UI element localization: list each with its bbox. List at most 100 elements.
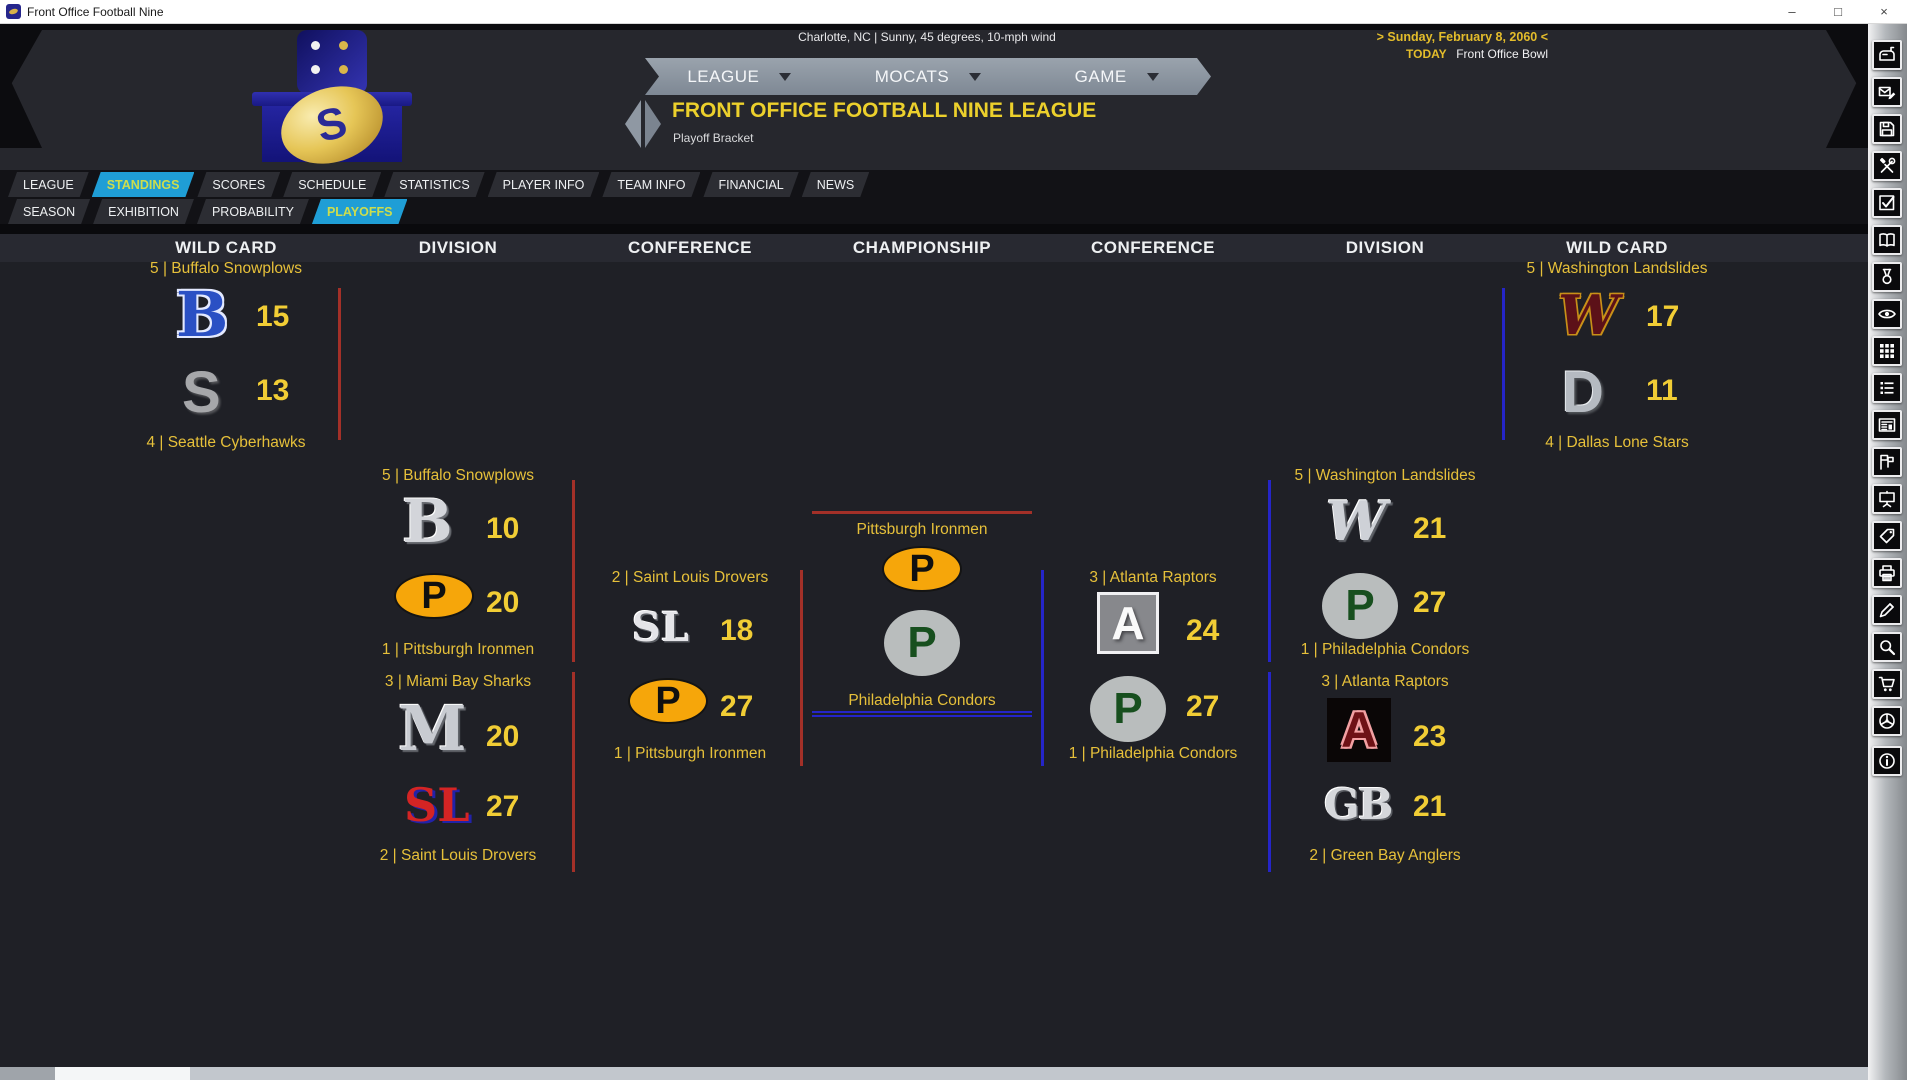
philadelphia-condors-logo: P (1090, 676, 1166, 742)
bracket-connector-line (812, 711, 1032, 713)
matchup-seed-label: 2 | Saint Louis Drovers (379, 847, 537, 864)
close-button[interactable]: × (1880, 4, 1888, 19)
round-header-conference-left: CONFERENCE (627, 238, 752, 257)
book-icon[interactable] (1872, 225, 1902, 255)
bracket-connector-line (1041, 570, 1044, 766)
round-header-conference-right: CONFERENCE (1090, 238, 1215, 257)
checkbox-icon[interactable] (1872, 188, 1902, 218)
tab-league[interactable]: LEAGUE (8, 172, 89, 197)
tab-team-info[interactable]: TEAM INFO (602, 172, 700, 197)
bracket-connector-line (812, 715, 1032, 717)
seattle-cyberhawks-logo: S (182, 360, 221, 425)
score: 27 (1186, 690, 1220, 723)
tab-financial[interactable]: FINANCIAL (703, 172, 798, 197)
compose-icon[interactable] (1872, 77, 1902, 107)
score: 15 (256, 300, 290, 333)
search-icon[interactable] (1872, 632, 1902, 662)
cart-icon[interactable] (1872, 669, 1902, 699)
matchup-seed-label: 1 | Pittsburgh Ironmen (613, 745, 767, 762)
pencil-icon[interactable] (1872, 595, 1902, 625)
date-navigator[interactable]: > Sunday, February 8, 2060 < (1376, 30, 1548, 44)
philadelphia-condors-logo: P (1322, 573, 1398, 639)
grid-icon[interactable] (1872, 336, 1902, 366)
flags-icon[interactable] (1872, 447, 1902, 477)
menu-league[interactable]: LEAGUE (645, 58, 834, 95)
bracket-connector-line (1268, 672, 1271, 872)
title-bar: Front Office Football Nine – □ × (0, 0, 1907, 24)
save-icon[interactable] (1872, 114, 1902, 144)
buffalo-snowplows-logo: B (402, 487, 453, 557)
page-nav-diamond[interactable] (625, 100, 661, 148)
info-icon[interactable] (1872, 746, 1902, 776)
championship-team-label: Philadelphia Condors (848, 692, 996, 709)
score: 21 (1413, 790, 1447, 823)
tab-news[interactable]: NEWS (802, 172, 870, 197)
wheel-icon[interactable] (1872, 706, 1902, 736)
score: 20 (486, 720, 520, 753)
matchup-seed-label: 1 | Philadelphia Condors (1300, 641, 1470, 658)
nav-forward-icon[interactable] (645, 100, 661, 148)
tab-schedule[interactable]: SCHEDULE (283, 172, 381, 197)
tab-playoffs[interactable]: PLAYOFFS (312, 199, 408, 224)
bracket-connector-line (1502, 288, 1505, 440)
tag-icon[interactable] (1872, 521, 1902, 551)
score: 20 (486, 586, 520, 619)
saint-louis-drovers-logo: SL (404, 778, 470, 832)
printer-icon[interactable] (1872, 558, 1902, 588)
buffalo-snowplows-logo: B (176, 278, 229, 351)
bracket-connector-line (572, 672, 575, 872)
pittsburgh-ironmen-logo: P (394, 573, 474, 619)
scrollbar-thumb[interactable] (55, 1067, 190, 1080)
matchup-seed-label: 2 | Saint Louis Drovers (611, 569, 769, 586)
matchup-seed-label: 4 | Dallas Lone Stars (1545, 434, 1689, 451)
miami-bay-sharks-logo: M (398, 692, 467, 765)
nav-back-icon[interactable] (625, 100, 641, 148)
round-header-wildcard-right: WILD CARD (1566, 238, 1668, 257)
fof-logo: S (252, 28, 412, 177)
tab-player-info[interactable]: PLAYER INFO (488, 172, 600, 197)
atlanta-raptors-logo: A (1327, 698, 1391, 762)
matchup-seed-label: 1 | Pittsburgh Ironmen (381, 641, 535, 658)
presentation-icon[interactable] (1872, 484, 1902, 514)
today-event: Front Office Bowl (1456, 47, 1548, 61)
matchup-seed-label: 5 | Washington Landslides (1526, 260, 1708, 277)
score: 24 (1186, 614, 1220, 647)
tab-standings[interactable]: STANDINGS (92, 172, 195, 197)
tab-statistics[interactable]: STATISTICS (384, 172, 484, 197)
round-header-division-left: DIVISION (418, 238, 498, 257)
medal-icon[interactable] (1872, 262, 1902, 292)
bracket-connector-line (800, 570, 803, 766)
chevron-down-icon (779, 73, 791, 81)
page-subtitle: Playoff Bracket (673, 131, 754, 145)
logo-dot (311, 65, 320, 74)
fof-logo-chair (297, 30, 367, 94)
menu-game[interactable]: GAME (1022, 58, 1211, 95)
menu-team[interactable]: MOCATS (834, 58, 1023, 95)
mailbox-icon[interactable] (1872, 40, 1902, 70)
tab-scores[interactable]: SCORES (197, 172, 280, 197)
eye-icon[interactable] (1872, 299, 1902, 329)
maximize-button[interactable]: □ (1834, 4, 1842, 19)
today-label: TODAY (1406, 47, 1447, 61)
tab-probability[interactable]: PROBABILITY (197, 199, 309, 224)
minimize-button[interactable]: – (1788, 4, 1796, 19)
matchup-seed-label: 4 | Seattle Cyberhawks (146, 434, 306, 451)
tab-exhibition[interactable]: EXHIBITION (93, 199, 194, 224)
header-top-band (0, 24, 1868, 30)
logo-dot (339, 65, 348, 74)
scrollbar-corner (0, 1067, 55, 1080)
tool-sidebar (1868, 24, 1907, 1080)
saint-louis-drovers-logo: SL (632, 604, 690, 651)
list-icon[interactable] (1872, 373, 1902, 403)
matchup-seed-label: 2 | Green Bay Anglers (1309, 847, 1461, 864)
score: 18 (720, 614, 754, 647)
philadelphia-condors-logo: P (884, 610, 960, 676)
dallas-lone-stars-logo: D (1562, 360, 1604, 425)
newspaper-icon[interactable] (1872, 410, 1902, 440)
tab-season[interactable]: SEASON (8, 199, 90, 224)
logo-dot (311, 41, 320, 50)
tools-icon[interactable] (1872, 151, 1902, 181)
window-title: Front Office Football Nine (27, 4, 164, 19)
horizontal-scrollbar[interactable] (0, 1067, 1868, 1080)
matchup-seed-label: 5 | Buffalo Snowplows (150, 260, 302, 277)
